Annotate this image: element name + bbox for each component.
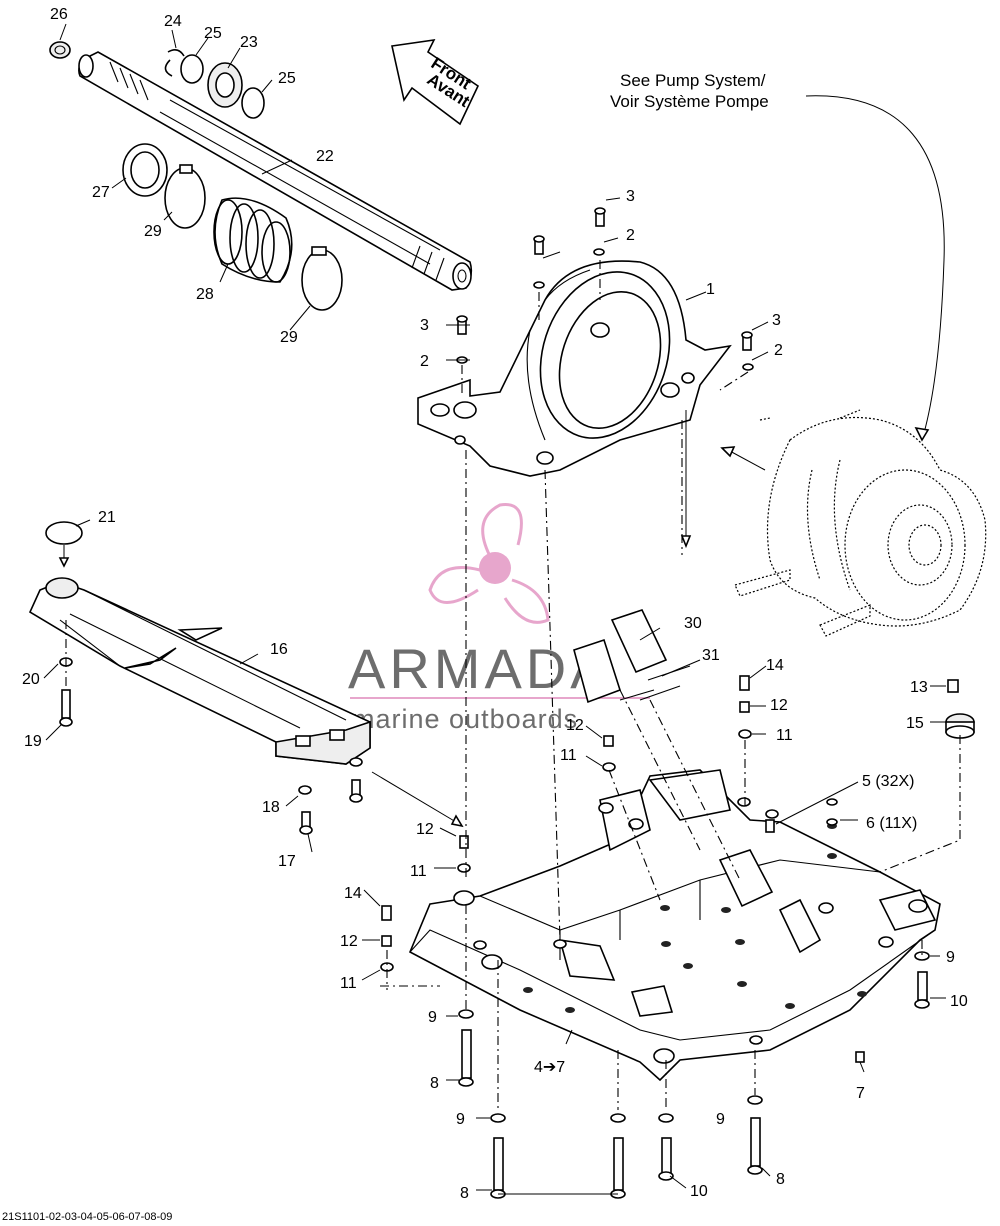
callout-22: 22 bbox=[316, 148, 334, 165]
seal-carrier bbox=[207, 62, 243, 108]
callout-13: 13 bbox=[910, 679, 928, 696]
boot-clamps bbox=[164, 164, 343, 311]
retaining-ring bbox=[164, 48, 185, 77]
callout-8-left: 8 bbox=[430, 1075, 439, 1092]
bracket-screws bbox=[456, 207, 754, 371]
callout-9-right-bottom: 9 bbox=[716, 1111, 725, 1128]
callout-25-lower: 25 bbox=[278, 70, 296, 87]
hose-fittings bbox=[573, 609, 691, 704]
reference-code: 21S1101-02-03-04-05-06-07-08-09 bbox=[2, 1211, 172, 1223]
pump-note-line2: Voir Système Pompe bbox=[610, 92, 769, 111]
floor-plate bbox=[408, 769, 941, 1082]
callout-11-mid: 11 bbox=[560, 747, 577, 764]
pump-note-line1: See Pump System/ bbox=[620, 71, 766, 90]
callout-4-to-7: 4➔7 bbox=[534, 1059, 565, 1076]
callout-15: 15 bbox=[906, 715, 924, 732]
pump-support-bracket bbox=[417, 260, 732, 477]
callout-18: 18 bbox=[262, 799, 280, 816]
callout-5: 5 (32X) bbox=[862, 773, 914, 790]
o-rings bbox=[180, 54, 265, 119]
callout-16: 16 bbox=[270, 641, 288, 658]
callout-29: 29 bbox=[144, 223, 162, 240]
callout-11-left: 11 bbox=[410, 863, 427, 880]
callout-17: 17 bbox=[278, 853, 296, 870]
watermark-brand: ARMADA bbox=[348, 637, 612, 700]
callout-11-low: 11 bbox=[340, 975, 357, 992]
callout-12-mid: 12 bbox=[566, 717, 584, 734]
callout-31: 31 bbox=[702, 647, 720, 664]
watermark-tagline: marine outboards bbox=[352, 704, 578, 734]
callout-30: 30 bbox=[684, 615, 702, 632]
bellows-seal bbox=[122, 143, 168, 197]
callout-2-top: 2 bbox=[626, 227, 635, 244]
callout-20: 20 bbox=[22, 671, 40, 688]
rubber-boot bbox=[213, 197, 293, 283]
armada-logo bbox=[428, 503, 550, 624]
callout-10-bottom: 10 bbox=[690, 1183, 708, 1200]
bottom-bolts bbox=[458, 951, 930, 1199]
front-direction-arrow: Front Avant bbox=[391, 38, 480, 126]
callout-25: 25 bbox=[204, 25, 222, 42]
callout-27: 27 bbox=[92, 184, 110, 201]
callout-24: 24 bbox=[164, 13, 182, 30]
grommet-and-bolt bbox=[945, 679, 975, 739]
callout-2-right: 2 bbox=[774, 342, 783, 359]
pump-reference-arrow bbox=[805, 95, 945, 441]
assembly-centerlines bbox=[380, 420, 961, 1110]
callout-21: 21 bbox=[98, 509, 116, 526]
rear-rail bbox=[28, 577, 371, 765]
callout-9-bottom: 9 bbox=[456, 1111, 465, 1128]
callout-28: 28 bbox=[196, 286, 214, 303]
callout-10-right: 10 bbox=[950, 993, 968, 1010]
shaft-end-cap bbox=[49, 41, 71, 59]
callout-9-left: 9 bbox=[428, 1009, 437, 1026]
rail-cap bbox=[45, 521, 83, 545]
callout-12-right: 12 bbox=[770, 697, 788, 714]
drive-shaft bbox=[78, 51, 473, 291]
callout-3-top: 3 bbox=[626, 188, 635, 205]
rail-bolt-left bbox=[59, 657, 73, 727]
callout-labels: 26 24 25 23 25 22 27 29 28 29 3 2 1 3 2 … bbox=[22, 6, 968, 1202]
callout-14-right: 14 bbox=[766, 657, 784, 674]
callout-3-right: 3 bbox=[772, 312, 781, 329]
fitting-stack-right bbox=[602, 675, 838, 833]
rail-screws bbox=[298, 757, 363, 835]
callout-23: 23 bbox=[240, 34, 258, 51]
callout-1: 1 bbox=[706, 281, 715, 298]
callout-3-left: 3 bbox=[420, 317, 429, 334]
leader-lines bbox=[43, 23, 946, 1191]
callout-8-right: 8 bbox=[776, 1171, 785, 1188]
callout-29-lower: 29 bbox=[280, 329, 298, 346]
callout-19: 19 bbox=[24, 733, 42, 750]
callout-14-left: 14 bbox=[344, 885, 362, 902]
callout-11-right: 11 bbox=[776, 727, 793, 744]
callout-6: 6 (11X) bbox=[866, 815, 917, 832]
pump-assembly-outline bbox=[734, 409, 987, 637]
callout-26: 26 bbox=[50, 6, 68, 23]
callout-7: 7 bbox=[856, 1085, 865, 1102]
callout-12-left: 12 bbox=[416, 821, 434, 838]
callout-9-right: 9 bbox=[946, 949, 955, 966]
callout-2-left: 2 bbox=[420, 353, 429, 370]
callout-12-low: 12 bbox=[340, 933, 358, 950]
callout-8-bottom: 8 bbox=[460, 1185, 469, 1202]
